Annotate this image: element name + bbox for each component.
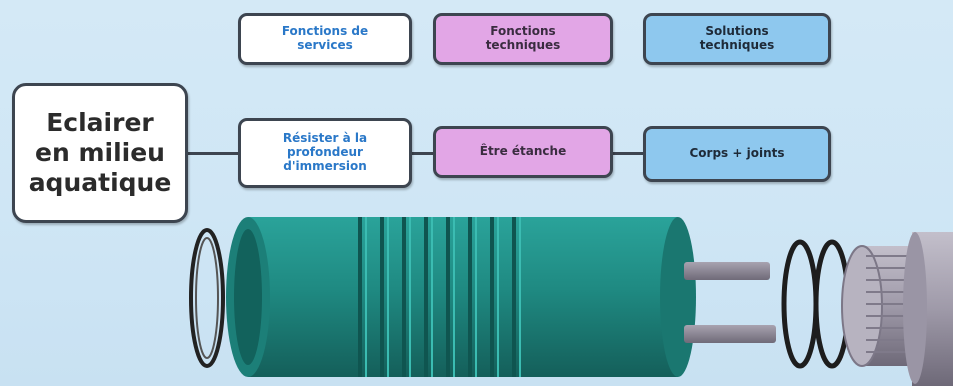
service-function-box: Résister à la profondeur d'immersion: [238, 118, 412, 188]
technical-function-box: Être étanche: [433, 126, 613, 178]
connector-need-to-service: [186, 152, 240, 155]
connector-service-to-technical: [410, 152, 434, 155]
header-technical-functions: Fonctions techniques: [433, 13, 613, 65]
main-need-box: Eclairer en milieu aquatique: [12, 83, 188, 223]
rod-icon: [684, 262, 776, 343]
o-ring-icon: [781, 239, 851, 369]
header-technical-solutions: Solutions techniques: [643, 13, 831, 65]
o-ring-icon: [189, 228, 225, 368]
connector-technical-to-solution: [610, 152, 644, 155]
threaded-cap-icon: [841, 232, 953, 386]
technical-solution-box: Corps + joints: [643, 126, 831, 182]
torch-body-icon: [226, 217, 696, 377]
header-service-functions: Fonctions de services: [238, 13, 412, 65]
